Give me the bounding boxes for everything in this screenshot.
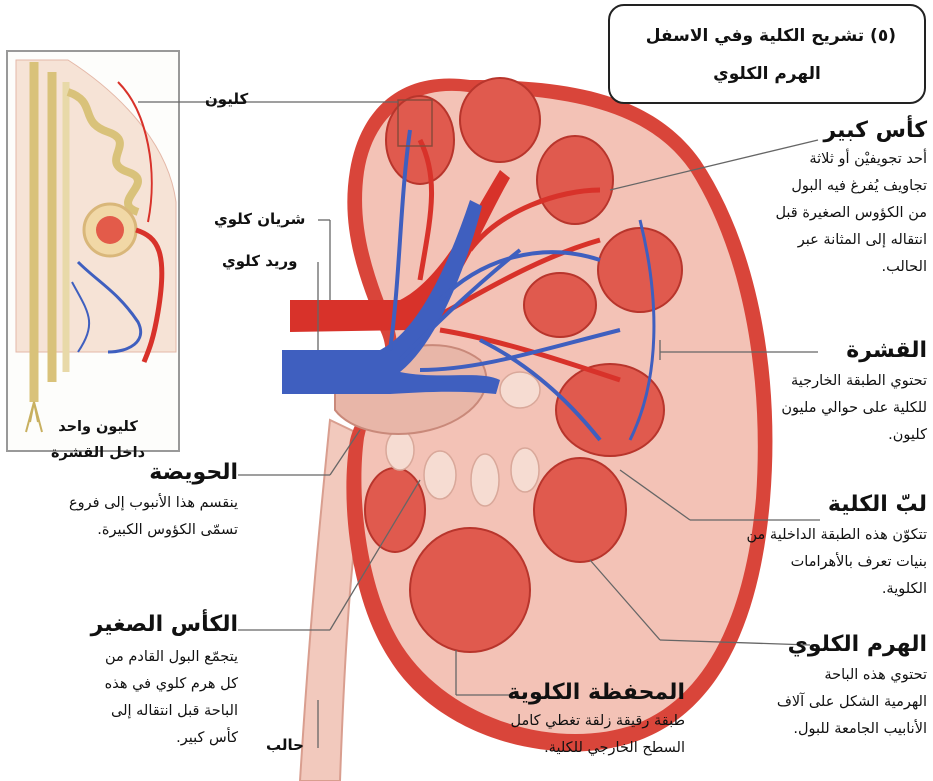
text-pyramid: تحتوي هذه الباحة الهرمية الشكل على آلاف … — [777, 662, 927, 743]
title-line-1: (٥) تشريح الكلية وفي الاسفل — [646, 26, 896, 46]
text-capsule: طبقة رقيقة زلقة تغطي كامل السطح الخارجي … — [511, 708, 686, 762]
text-major-calyx: أحد تجويفيْن أو ثلاثة تجاويف يُفرغ فيه ا… — [775, 146, 927, 281]
heading-cortex: القشرة — [846, 338, 927, 363]
heading-minor-calyx: الكأس الصغير — [91, 612, 238, 637]
label-ureter: حالب — [266, 736, 304, 754]
text-minor-calyx: يتجمّع البول القادم من كل هرم كلوي في هذ… — [105, 644, 238, 752]
label-renal-artery: شريان كلوي — [214, 210, 305, 228]
heading-capsule: المحفظة الكلوية — [507, 680, 685, 705]
title-line-2: الهرم الكلوي — [610, 64, 924, 84]
text-pelvis: ينقسم هذا الأنبوب إلى فروع تسمّى الكؤوس … — [69, 490, 238, 544]
title-box: (٥) تشريح الكلية وفي الاسفل الهرم الكلوي — [608, 4, 926, 104]
text-cortex: تحتوي الطبقة الخارجية للكلية على حوالي م… — [781, 368, 927, 449]
heading-pelvis: الحويضة — [149, 460, 238, 485]
label-renal-vein: وريد كلوي — [222, 252, 297, 270]
text-medulla: تتكوّن هذه الطبقة الداخلية من بنيات تعرف… — [747, 522, 927, 603]
heading-major-calyx: كأس كبير — [823, 118, 927, 143]
label-nephron: كليون — [205, 90, 248, 108]
heading-pyramid: الهرم الكلوي — [788, 632, 927, 657]
heading-medulla: لبّ الكلية — [828, 492, 927, 517]
